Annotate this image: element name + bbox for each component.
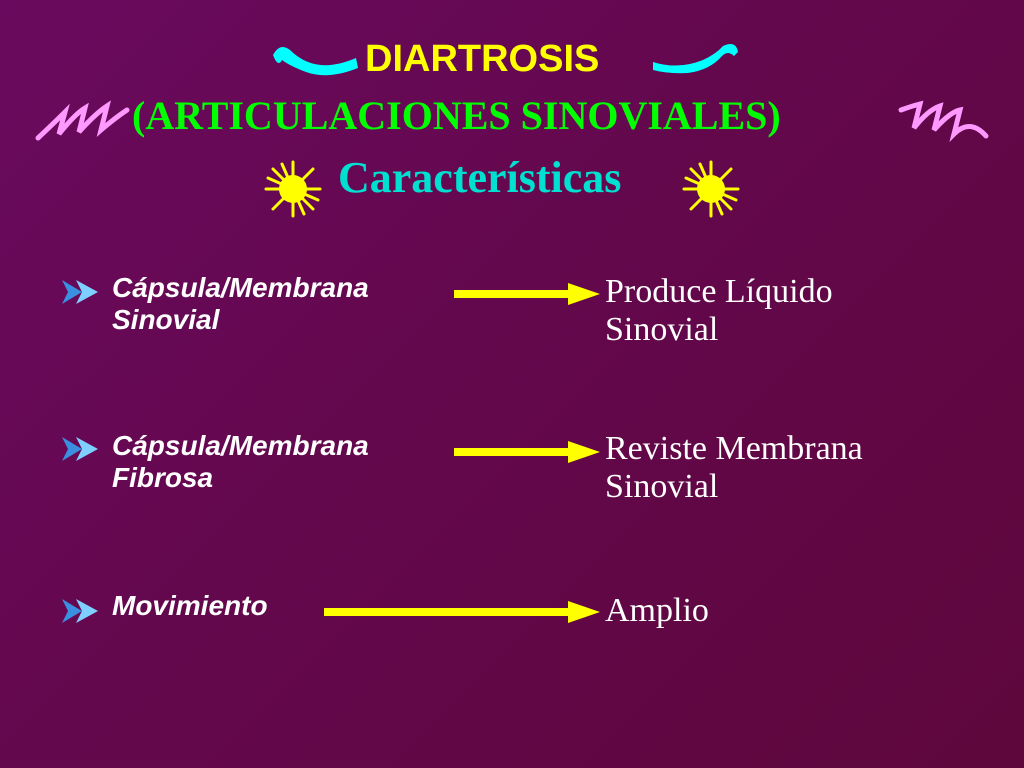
row-2-left-line2: Fibrosa: [112, 462, 214, 493]
page-subtitle: (ARTICULACIONES SINOVIALES): [132, 93, 781, 138]
scribble-icon-left: [35, 100, 130, 141]
row-1-right-line1: Produce Líquido: [605, 273, 833, 310]
scribble-icon-right: [898, 100, 989, 142]
bullet-arrow-icon: [62, 437, 98, 461]
row-1-right-line2: Sinovial: [605, 311, 719, 348]
squiggle-icon-left: [273, 46, 358, 76]
row-3-left: Movimiento: [112, 590, 268, 622]
bullet-arrow-icon: [62, 599, 98, 623]
row-2-left: Cápsula/Membrana Fibrosa: [112, 430, 369, 494]
row-3-right: Amplio: [605, 592, 709, 630]
sun-burst-icon-left: [264, 160, 322, 218]
right-arrow-icon: [454, 441, 600, 463]
row-2-right-line1: Reviste Membrana: [605, 430, 863, 467]
bullet-arrow-icon: [62, 280, 98, 304]
row-1-left-line1: Cápsula/Membrana: [112, 272, 369, 303]
row-3-left-line1: Movimiento: [112, 590, 268, 621]
row-1-right: Produce Líquido Sinovial: [605, 273, 833, 349]
sun-burst-icon-right: [682, 160, 740, 218]
page-title: DIARTROSIS: [365, 38, 600, 80]
row-2-right-line2: Sinovial: [605, 468, 719, 505]
right-arrow-icon: [324, 601, 600, 623]
row-1-left-line2: Sinovial: [112, 304, 220, 335]
row-2-left-line1: Cápsula/Membrana: [112, 430, 369, 461]
row-1-left: Cápsula/Membrana Sinovial: [112, 272, 369, 336]
row-2-right: Reviste Membrana Sinovial: [605, 430, 863, 506]
row-3-right-line1: Amplio: [605, 592, 709, 629]
right-arrow-icon: [454, 283, 600, 305]
squiggle-icon-right: [653, 44, 738, 74]
section-title: Características: [338, 153, 622, 202]
